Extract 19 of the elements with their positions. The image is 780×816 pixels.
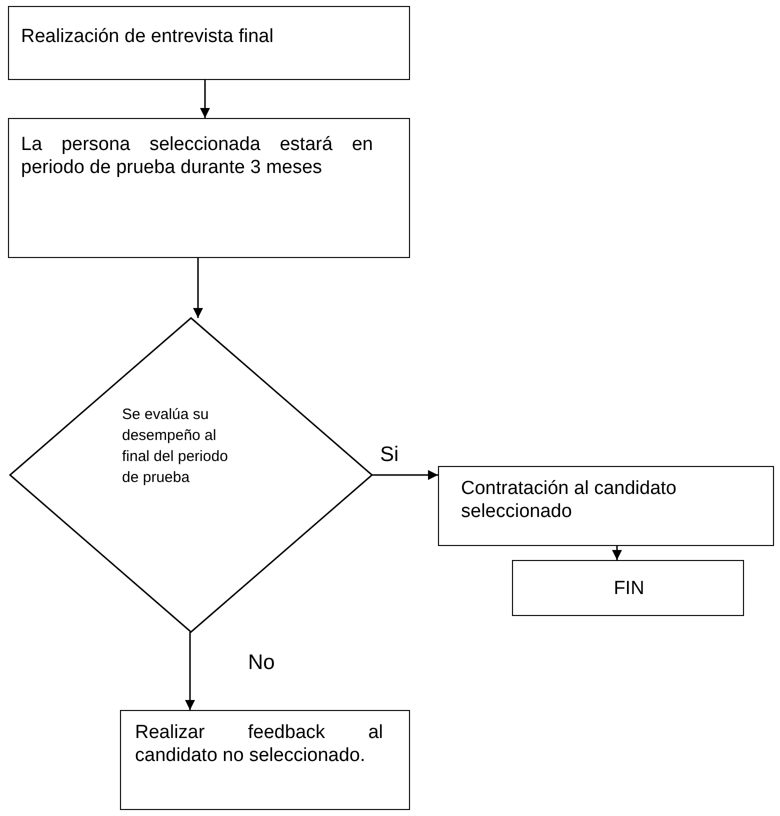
process-box	[8, 118, 410, 258]
arrow	[612, 546, 622, 560]
arrow	[185, 632, 195, 710]
process-box	[8, 6, 410, 80]
step-text: Contratación al candidato seleccionado	[461, 477, 678, 523]
step-text: Realizar feedback al candidato no seleccionado.	[135, 721, 383, 767]
arrow	[193, 258, 203, 318]
decision-text: Se evalúa su desempeño al final del periodo de prueba	[122, 405, 229, 488]
arrow	[200, 80, 210, 118]
edge-label: Si	[380, 443, 399, 467]
step-text: FIN	[612, 577, 646, 600]
arrow	[372, 470, 438, 480]
process-box	[438, 466, 774, 546]
edge-label: No	[248, 651, 275, 675]
process-box	[120, 710, 410, 810]
step-text: Realización de entrevista final	[21, 25, 274, 48]
process-box	[512, 560, 744, 616]
step-text: La persona seleccionada estará en periodo de prueba durante 3 meses	[21, 133, 373, 179]
decision-diamond	[10, 318, 372, 632]
